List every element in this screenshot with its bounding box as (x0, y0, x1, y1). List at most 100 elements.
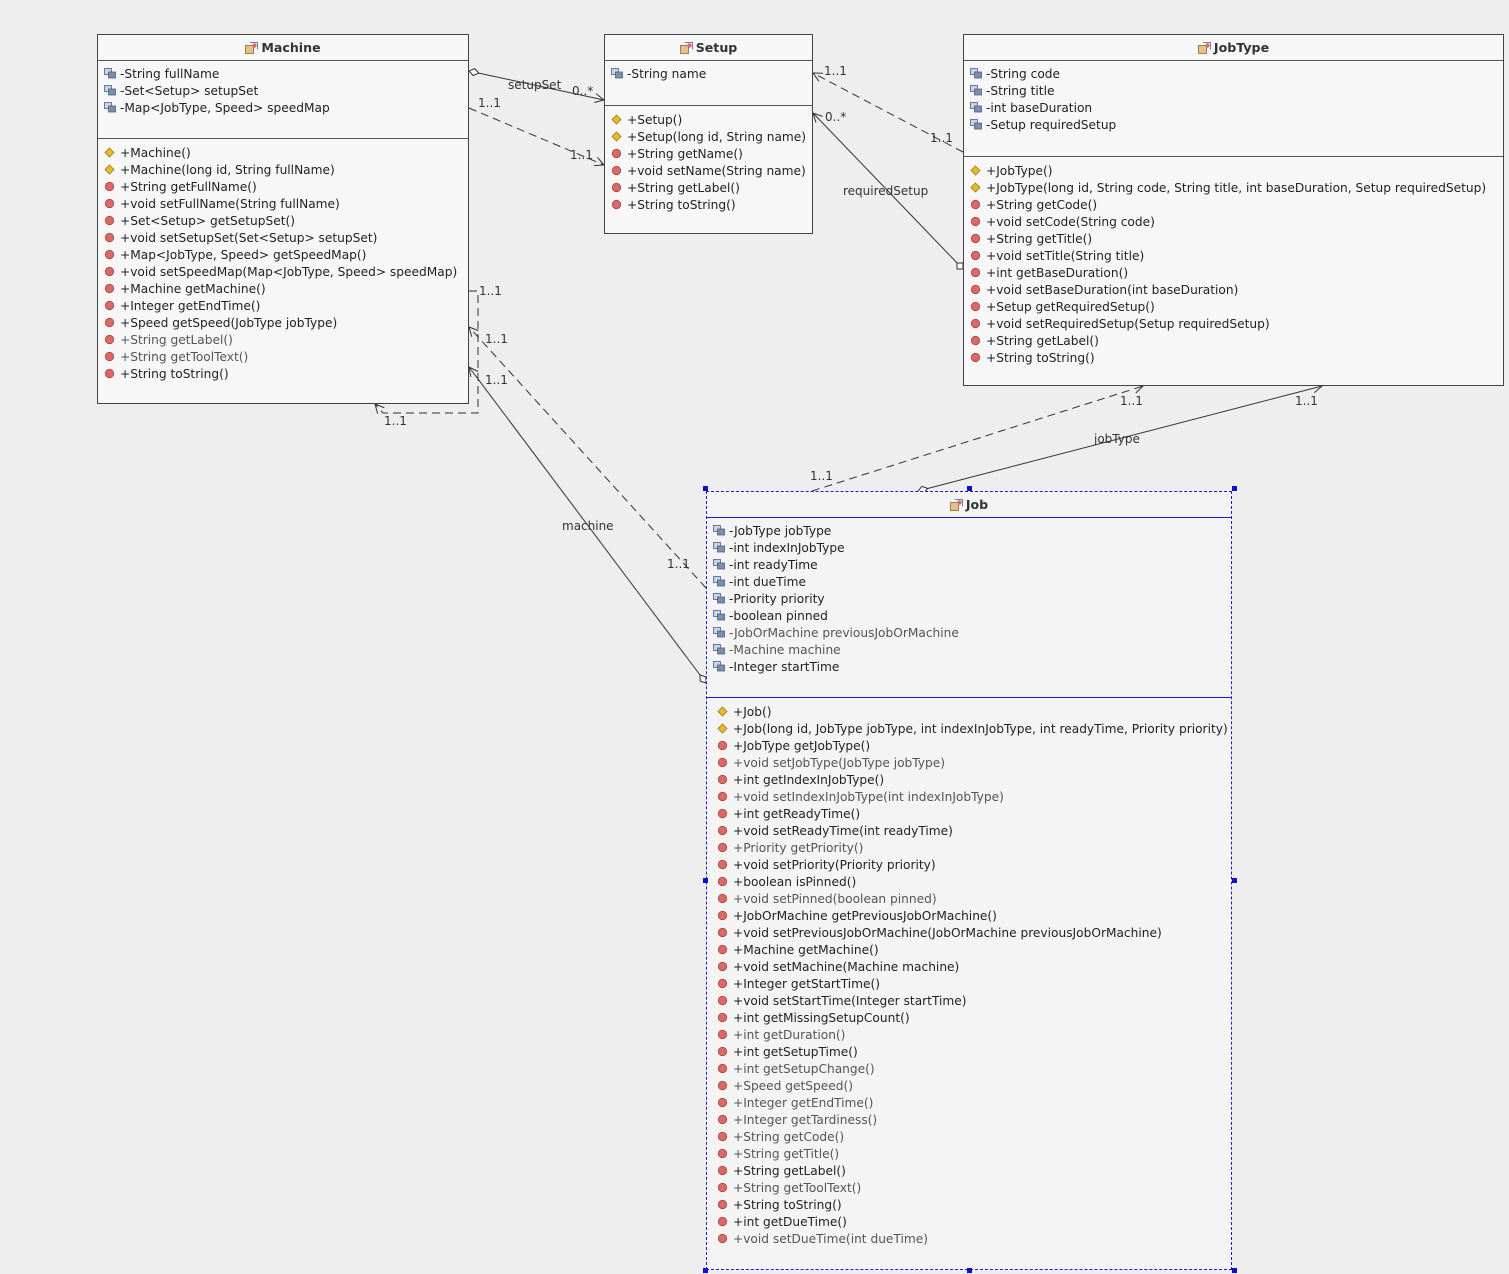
operation-row[interactable]: +String getLabel() (717, 1163, 1231, 1180)
operation-row[interactable]: +int getDuration() (717, 1027, 1231, 1044)
edge-job-machine[interactable] (468, 366, 707, 684)
attribute-row[interactable]: -Set<Setup> setupSet (104, 83, 468, 100)
operation-row[interactable]: +boolean isPinned() (717, 874, 1231, 891)
operation-row[interactable]: +Map<JobType, Speed> getSpeedMap() (104, 247, 468, 264)
attribute-row[interactable]: -Machine machine (713, 642, 1231, 659)
attribute-row[interactable]: -String name (611, 66, 812, 83)
operation-row[interactable]: +Machine getMachine() (104, 281, 468, 298)
class-job[interactable]: Job -JobType jobType-int indexInJobType-… (706, 491, 1232, 1270)
operation-row[interactable]: +void setPreviousJobOrMachine(JobOrMachi… (717, 925, 1231, 942)
operation-row[interactable]: +Setup(long id, String name) (611, 129, 812, 146)
operation-row[interactable]: +String toString() (970, 350, 1503, 367)
operation-row[interactable]: +Machine(long id, String fullName) (104, 162, 468, 179)
operation-row[interactable]: +Job() (717, 704, 1231, 721)
class-machine-header[interactable]: Machine (98, 35, 468, 61)
operation-row[interactable]: +JobType(long id, String code, String ti… (970, 180, 1503, 197)
operation-row[interactable]: +Job(long id, JobType jobType, int index… (717, 721, 1231, 738)
resize-handle-n[interactable] (967, 486, 972, 491)
edge-jobtype-requiredsetup[interactable] (812, 112, 961, 267)
attribute-row[interactable]: -boolean pinned (713, 608, 1231, 625)
operation-row[interactable]: +void setDueTime(int dueTime) (717, 1231, 1231, 1248)
attribute-row[interactable]: -String code (970, 66, 1503, 83)
operation-row[interactable]: +void setStartTime(Integer startTime) (717, 993, 1231, 1010)
operation-row[interactable]: +int getIndexInJobType() (717, 772, 1231, 789)
operation-row[interactable]: +Priority getPriority() (717, 840, 1231, 857)
operation-row[interactable]: +void setName(String name) (611, 163, 812, 180)
class-setup-header[interactable]: Setup (605, 35, 812, 61)
attribute-row[interactable]: -String title (970, 83, 1503, 100)
operation-row[interactable]: +void setCode(String code) (970, 214, 1503, 231)
operation-row[interactable]: +Setup() (611, 112, 812, 129)
operation-row[interactable]: +String getLabel() (611, 180, 812, 197)
attribute-row[interactable]: -Priority priority (713, 591, 1231, 608)
attribute-row[interactable]: -int readyTime (713, 557, 1231, 574)
edge-job-machine-dependency[interactable] (468, 326, 707, 589)
class-job-header[interactable]: Job (707, 492, 1231, 518)
operation-row[interactable]: +String getToolText() (717, 1180, 1231, 1197)
operation-row[interactable]: +String getLabel() (104, 332, 468, 349)
operation-row[interactable]: +void setPinned(boolean pinned) (717, 891, 1231, 908)
operation-row[interactable]: +void setSpeedMap(Map<JobType, Speed> sp… (104, 264, 468, 281)
operation-row[interactable]: +JobType getJobType() (717, 738, 1231, 755)
operation-row[interactable]: +void setJobType(JobType jobType) (717, 755, 1231, 772)
attribute-row[interactable]: -int indexInJobType (713, 540, 1231, 557)
operation-row[interactable]: +int getSetupChange() (717, 1061, 1231, 1078)
resize-handle-s[interactable] (967, 1268, 972, 1273)
edge-jobtype-setup-dependency[interactable] (812, 72, 964, 153)
operation-row[interactable]: +void setIndexInJobType(int indexInJobTy… (717, 789, 1231, 806)
operation-row[interactable]: +Speed getSpeed(JobType jobType) (104, 315, 468, 332)
operation-row[interactable]: +int getDueTime() (717, 1214, 1231, 1231)
operation-row[interactable]: +String getToolText() (104, 349, 468, 366)
operation-row[interactable]: +void setReadyTime(int readyTime) (717, 823, 1231, 840)
edge-machine-setupset[interactable] (468, 70, 605, 101)
resize-handle-e[interactable] (1232, 878, 1237, 883)
attribute-row[interactable]: -String fullName (104, 66, 468, 83)
operation-row[interactable]: +JobOrMachine getPreviousJobOrMachine() (717, 908, 1231, 925)
operation-row[interactable]: +void setFullName(String fullName) (104, 196, 468, 213)
operation-row[interactable]: +String getTitle() (970, 231, 1503, 248)
operation-row[interactable]: +void setSetupSet(Set<Setup> setupSet) (104, 230, 468, 247)
operation-row[interactable]: +String toString() (611, 197, 812, 214)
resize-handle-se[interactable] (1232, 1268, 1237, 1273)
operation-row[interactable]: +Integer getEndTime() (717, 1095, 1231, 1112)
operation-row[interactable]: +Integer getEndTime() (104, 298, 468, 315)
class-setup[interactable]: Setup -String name +Setup()+Setup(long i… (604, 34, 813, 234)
operation-row[interactable]: +Integer getTardiness() (717, 1112, 1231, 1129)
class-jobtype-header[interactable]: JobType (964, 35, 1503, 61)
operation-row[interactable]: +Setup getRequiredSetup() (970, 299, 1503, 316)
operation-row[interactable]: +Set<Setup> getSetupSet() (104, 213, 468, 230)
edge-machine-setup-dependency[interactable] (468, 107, 605, 166)
attribute-row[interactable]: -JobType jobType (713, 523, 1231, 540)
attribute-row[interactable]: -int dueTime (713, 574, 1231, 591)
operation-row[interactable]: +int getMissingSetupCount() (717, 1010, 1231, 1027)
operation-row[interactable]: +int getSetupTime() (717, 1044, 1231, 1061)
attribute-row[interactable]: -Setup requiredSetup (970, 117, 1503, 134)
edge-job-jobtype-dependency[interactable] (811, 385, 1144, 492)
attribute-row[interactable]: -Integer startTime (713, 659, 1231, 676)
operation-row[interactable]: +String toString() (104, 366, 468, 383)
class-jobtype[interactable]: JobType -String code-String title-int ba… (963, 34, 1504, 386)
resize-handle-nw[interactable] (703, 486, 708, 491)
operation-row[interactable]: +String getTitle() (717, 1146, 1231, 1163)
class-machine[interactable]: Machine -String fullName-Set<Setup> setu… (97, 34, 469, 404)
operation-row[interactable]: +String getCode() (717, 1129, 1231, 1146)
operation-row[interactable]: +void setMachine(Machine machine) (717, 959, 1231, 976)
operation-row[interactable]: +void setTitle(String title) (970, 248, 1503, 265)
edge-job-jobtype[interactable] (917, 385, 1323, 492)
operation-row[interactable]: +Machine getMachine() (717, 942, 1231, 959)
resize-handle-sw[interactable] (703, 1268, 708, 1273)
operation-row[interactable]: +Integer getStartTime() (717, 976, 1231, 993)
attribute-row[interactable]: -int baseDuration (970, 100, 1503, 117)
operation-row[interactable]: +void setRequiredSetup(Setup requiredSet… (970, 316, 1503, 333)
resize-handle-ne[interactable] (1232, 486, 1237, 491)
operation-row[interactable]: +String getName() (611, 146, 812, 163)
operation-row[interactable]: +int getBaseDuration() (970, 265, 1503, 282)
attribute-row[interactable]: -Map<JobType, Speed> speedMap (104, 100, 468, 117)
attribute-row[interactable]: -JobOrMachine previousJobOrMachine (713, 625, 1231, 642)
operation-row[interactable]: +int getReadyTime() (717, 806, 1231, 823)
operation-row[interactable]: +Speed getSpeed() (717, 1078, 1231, 1095)
operation-row[interactable]: +String toString() (717, 1197, 1231, 1214)
operation-row[interactable]: +void setPriority(Priority priority) (717, 857, 1231, 874)
operation-row[interactable]: +Machine() (104, 145, 468, 162)
edge-machine-self-dependency[interactable] (374, 290, 479, 414)
